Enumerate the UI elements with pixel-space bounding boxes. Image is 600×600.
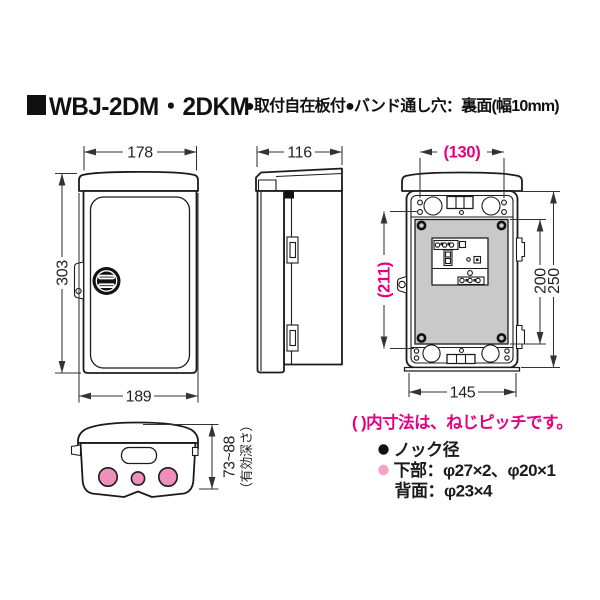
dim-rear-plate-height: 200 [510, 218, 549, 345]
dim-front-height: 303 [54, 172, 81, 374]
breaker-detail [431, 237, 489, 286]
rear-base-flange [403, 366, 521, 372]
rear-bottom-screw-holes [413, 347, 510, 361]
front-view: 178 303 189 [54, 144, 199, 406]
knockout-phi27-left [98, 466, 119, 487]
side-latch-hook [284, 190, 294, 199]
bottom-left-tab [70, 444, 82, 457]
svg-text:145: 145 [450, 384, 476, 401]
svg-text:178: 178 [127, 144, 153, 161]
svg-text:116: 116 [287, 144, 312, 161]
bottom-view: 73~88 （有効深さ） [70, 419, 254, 498]
svg-text:(211): (211) [376, 262, 394, 298]
plate-screws [416, 220, 507, 343]
dim-front-width-bottom: 189 [78, 193, 199, 406]
dim-rear-body-height: 250 [521, 190, 563, 369]
svg-text:250: 250 [546, 268, 563, 294]
rear-top-tab [446, 195, 474, 210]
feature-note: ●取付自在板付●バンド通し穴：裏面(幅10mm) [245, 98, 560, 115]
rear-band-hook-bottom [515, 324, 526, 350]
dim-side-width: 116 [256, 144, 343, 167]
bottom-right-tab [191, 446, 199, 457]
knockout-phi27-right [158, 466, 179, 487]
paren-note: ( )内寸法は、ねじピッチです。 [352, 412, 572, 432]
rear-bottom-tab [446, 353, 476, 365]
notes-block: ( )内寸法は、ねじピッチです。 ノック径 下部：φ27×2、φ20×1 背面：… [352, 412, 573, 501]
bottom-handle-recess [120, 446, 158, 465]
pink-bullet-icon [378, 464, 389, 476]
rear-bottom-knockouts [422, 344, 500, 363]
lock-icon [92, 267, 121, 295]
section-marker-square [27, 95, 46, 115]
dim-rear-screw-pitch-height: (211) [376, 210, 417, 350]
svg-text:(130): (130) [443, 144, 480, 162]
side-door [256, 190, 285, 374]
dim-bottom-depth: 73~88 （有効深さ） [143, 419, 254, 495]
knock-bottom: 下部：φ27×2、φ20×1 [394, 460, 556, 480]
side-band-clip-bottom [286, 324, 299, 352]
side-view: 116 [255, 144, 343, 374]
front-door [89, 196, 191, 369]
rear-lid [401, 171, 523, 192]
svg-text:303: 303 [54, 260, 71, 286]
svg-text:（有効深さ）: （有効深さ） [239, 419, 254, 495]
black-bullet-icon [378, 444, 389, 455]
svg-text:73~88: 73~88 [222, 436, 239, 478]
dim-rear-width: 145 [408, 373, 517, 401]
front-lid [78, 170, 199, 192]
rear-top-knockouts [423, 196, 501, 216]
side-band-clip-top [286, 236, 299, 264]
page-title: WBJ-2DM・2DKM [27, 87, 256, 123]
knock-title: ノック径 [394, 440, 460, 460]
svg-text:189: 189 [126, 389, 152, 406]
knockout-phi20-center [130, 471, 146, 486]
knock-back: 背面：φ23×4 [395, 481, 493, 501]
rear-band-hook-top [515, 237, 526, 262]
rear-hinge-tab [396, 275, 408, 294]
svg-text:200: 200 [532, 268, 549, 294]
model-title: WBJ-2DM・2DKM [49, 93, 250, 121]
rear-top-screw-holes [417, 199, 507, 216]
dim-front-width-top: 178 [83, 144, 198, 171]
dim-rear-screw-pitch-width: (130) [419, 144, 505, 198]
rear-view: (130) (211) 200 250 145 [376, 144, 563, 402]
